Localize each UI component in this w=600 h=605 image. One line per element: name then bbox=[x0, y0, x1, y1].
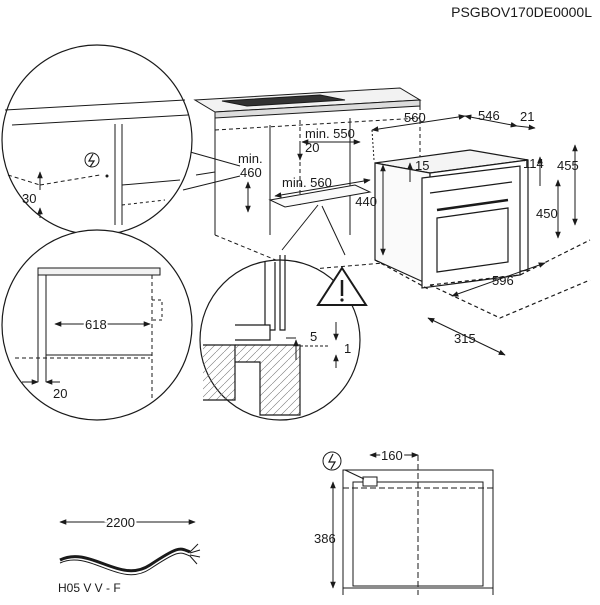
min-width-label: min. 560 bbox=[282, 175, 332, 190]
inner-height-label: 450 bbox=[536, 206, 558, 221]
top-offset-label: 15 bbox=[415, 158, 429, 173]
gap-bottom-label: 1 bbox=[344, 341, 351, 356]
front-gap-label: 20 bbox=[53, 386, 67, 401]
dimension-min-width: min. 560 bbox=[274, 175, 371, 198]
connection-hazard-icon bbox=[322, 451, 342, 471]
socket-offset-label: 30 bbox=[22, 191, 36, 206]
oven-width-label: 560 bbox=[404, 110, 426, 125]
min-height-prefix: min. bbox=[238, 151, 263, 166]
power-cable: 2200 H05 V V - F bbox=[58, 513, 201, 595]
door-thickness-label: 21 bbox=[520, 109, 534, 124]
front-width-label: 596 bbox=[492, 273, 514, 288]
oven-depth-label: 546 bbox=[478, 108, 500, 123]
door-offset-label: 114 bbox=[523, 156, 544, 171]
electrical-hazard-icon bbox=[84, 152, 100, 168]
connection-socket bbox=[362, 476, 378, 487]
connection-dimensions: 160 386 bbox=[314, 446, 419, 589]
document-code: PSGBOV170DE0000L bbox=[451, 4, 592, 20]
zoom-circle-socket: 30 bbox=[1, 44, 193, 236]
inner-depth-label: 618 bbox=[85, 317, 107, 332]
connection-offset-label: 160 bbox=[381, 448, 403, 463]
zoom-circle-detail: 5 1 bbox=[199, 204, 368, 421]
dimension-min-height: min. 460 bbox=[238, 151, 263, 213]
gap-front-label: 5 bbox=[310, 329, 317, 344]
connection-height-label: 386 bbox=[314, 531, 336, 546]
door-open-depth-label: 315 bbox=[454, 331, 476, 346]
cable-type-label: H05 V V - F bbox=[58, 581, 121, 595]
total-height-label: 455 bbox=[557, 158, 579, 173]
oven-handle bbox=[436, 198, 509, 212]
zoom-circle-side-section: 618 20 bbox=[1, 229, 193, 421]
dimension-min-depth: min. 550 20 bbox=[297, 126, 361, 161]
cable-length-label: 2200 bbox=[106, 515, 135, 530]
body-height-label: 440 bbox=[355, 194, 377, 209]
connection-diagram bbox=[342, 455, 494, 595]
min-depth-label: min. 550 bbox=[305, 126, 355, 141]
oven-dimensions: 560 546 21 15 440 114 455 450 596 315 bbox=[355, 108, 579, 356]
gap-top-label: 20 bbox=[305, 140, 319, 155]
min-height-value: 460 bbox=[240, 165, 262, 180]
hob bbox=[221, 94, 346, 107]
